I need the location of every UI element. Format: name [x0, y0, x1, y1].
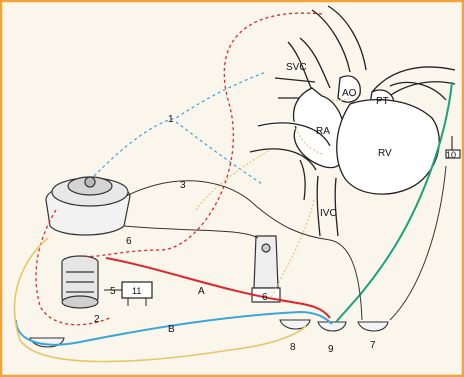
- label-8: 8: [290, 342, 296, 353]
- label-6-filter: 6: [262, 292, 268, 303]
- svc-upper: [275, 78, 315, 82]
- pulmonary-artery-top: [372, 67, 455, 92]
- label-line-a: A: [198, 286, 205, 297]
- ivc-right: [335, 178, 338, 236]
- pump-base: [62, 296, 98, 308]
- label-9: 9: [328, 344, 334, 355]
- dark-line-1: [126, 181, 362, 320]
- label-svc: SVC: [286, 62, 307, 73]
- blue-dashed-line: [94, 72, 266, 176]
- label-11: 11: [132, 286, 141, 296]
- yellow-dotted-line: [196, 150, 270, 210]
- cannula-ivc: [300, 160, 305, 200]
- label-6-top: 6: [126, 236, 132, 247]
- cup-7: [358, 322, 388, 331]
- label-ra: RA: [316, 126, 330, 137]
- cup-8: [280, 320, 310, 329]
- reservoir-knob: [85, 177, 95, 187]
- venous-reservoir: [46, 177, 130, 235]
- label-5: 5: [110, 286, 116, 297]
- filter-port: [262, 244, 270, 252]
- label-rv: RV: [378, 148, 392, 159]
- label-pt: PT: [376, 96, 389, 107]
- label-1: 1: [168, 114, 174, 125]
- right-ventricle: [337, 100, 439, 194]
- label-10: 10: [446, 150, 456, 160]
- label-7: 7: [370, 340, 376, 351]
- label-2: 2: [94, 314, 100, 325]
- blue-dashed-line-2: [176, 122, 262, 184]
- label-line-b: B: [168, 324, 175, 335]
- label-ao: AO: [342, 88, 357, 99]
- centrifugal-pump: [62, 256, 98, 308]
- label-ivc: IVC: [320, 208, 337, 219]
- ivc-left: [317, 176, 320, 236]
- heart-illustration: [250, 6, 455, 236]
- label-3: 3: [180, 180, 186, 191]
